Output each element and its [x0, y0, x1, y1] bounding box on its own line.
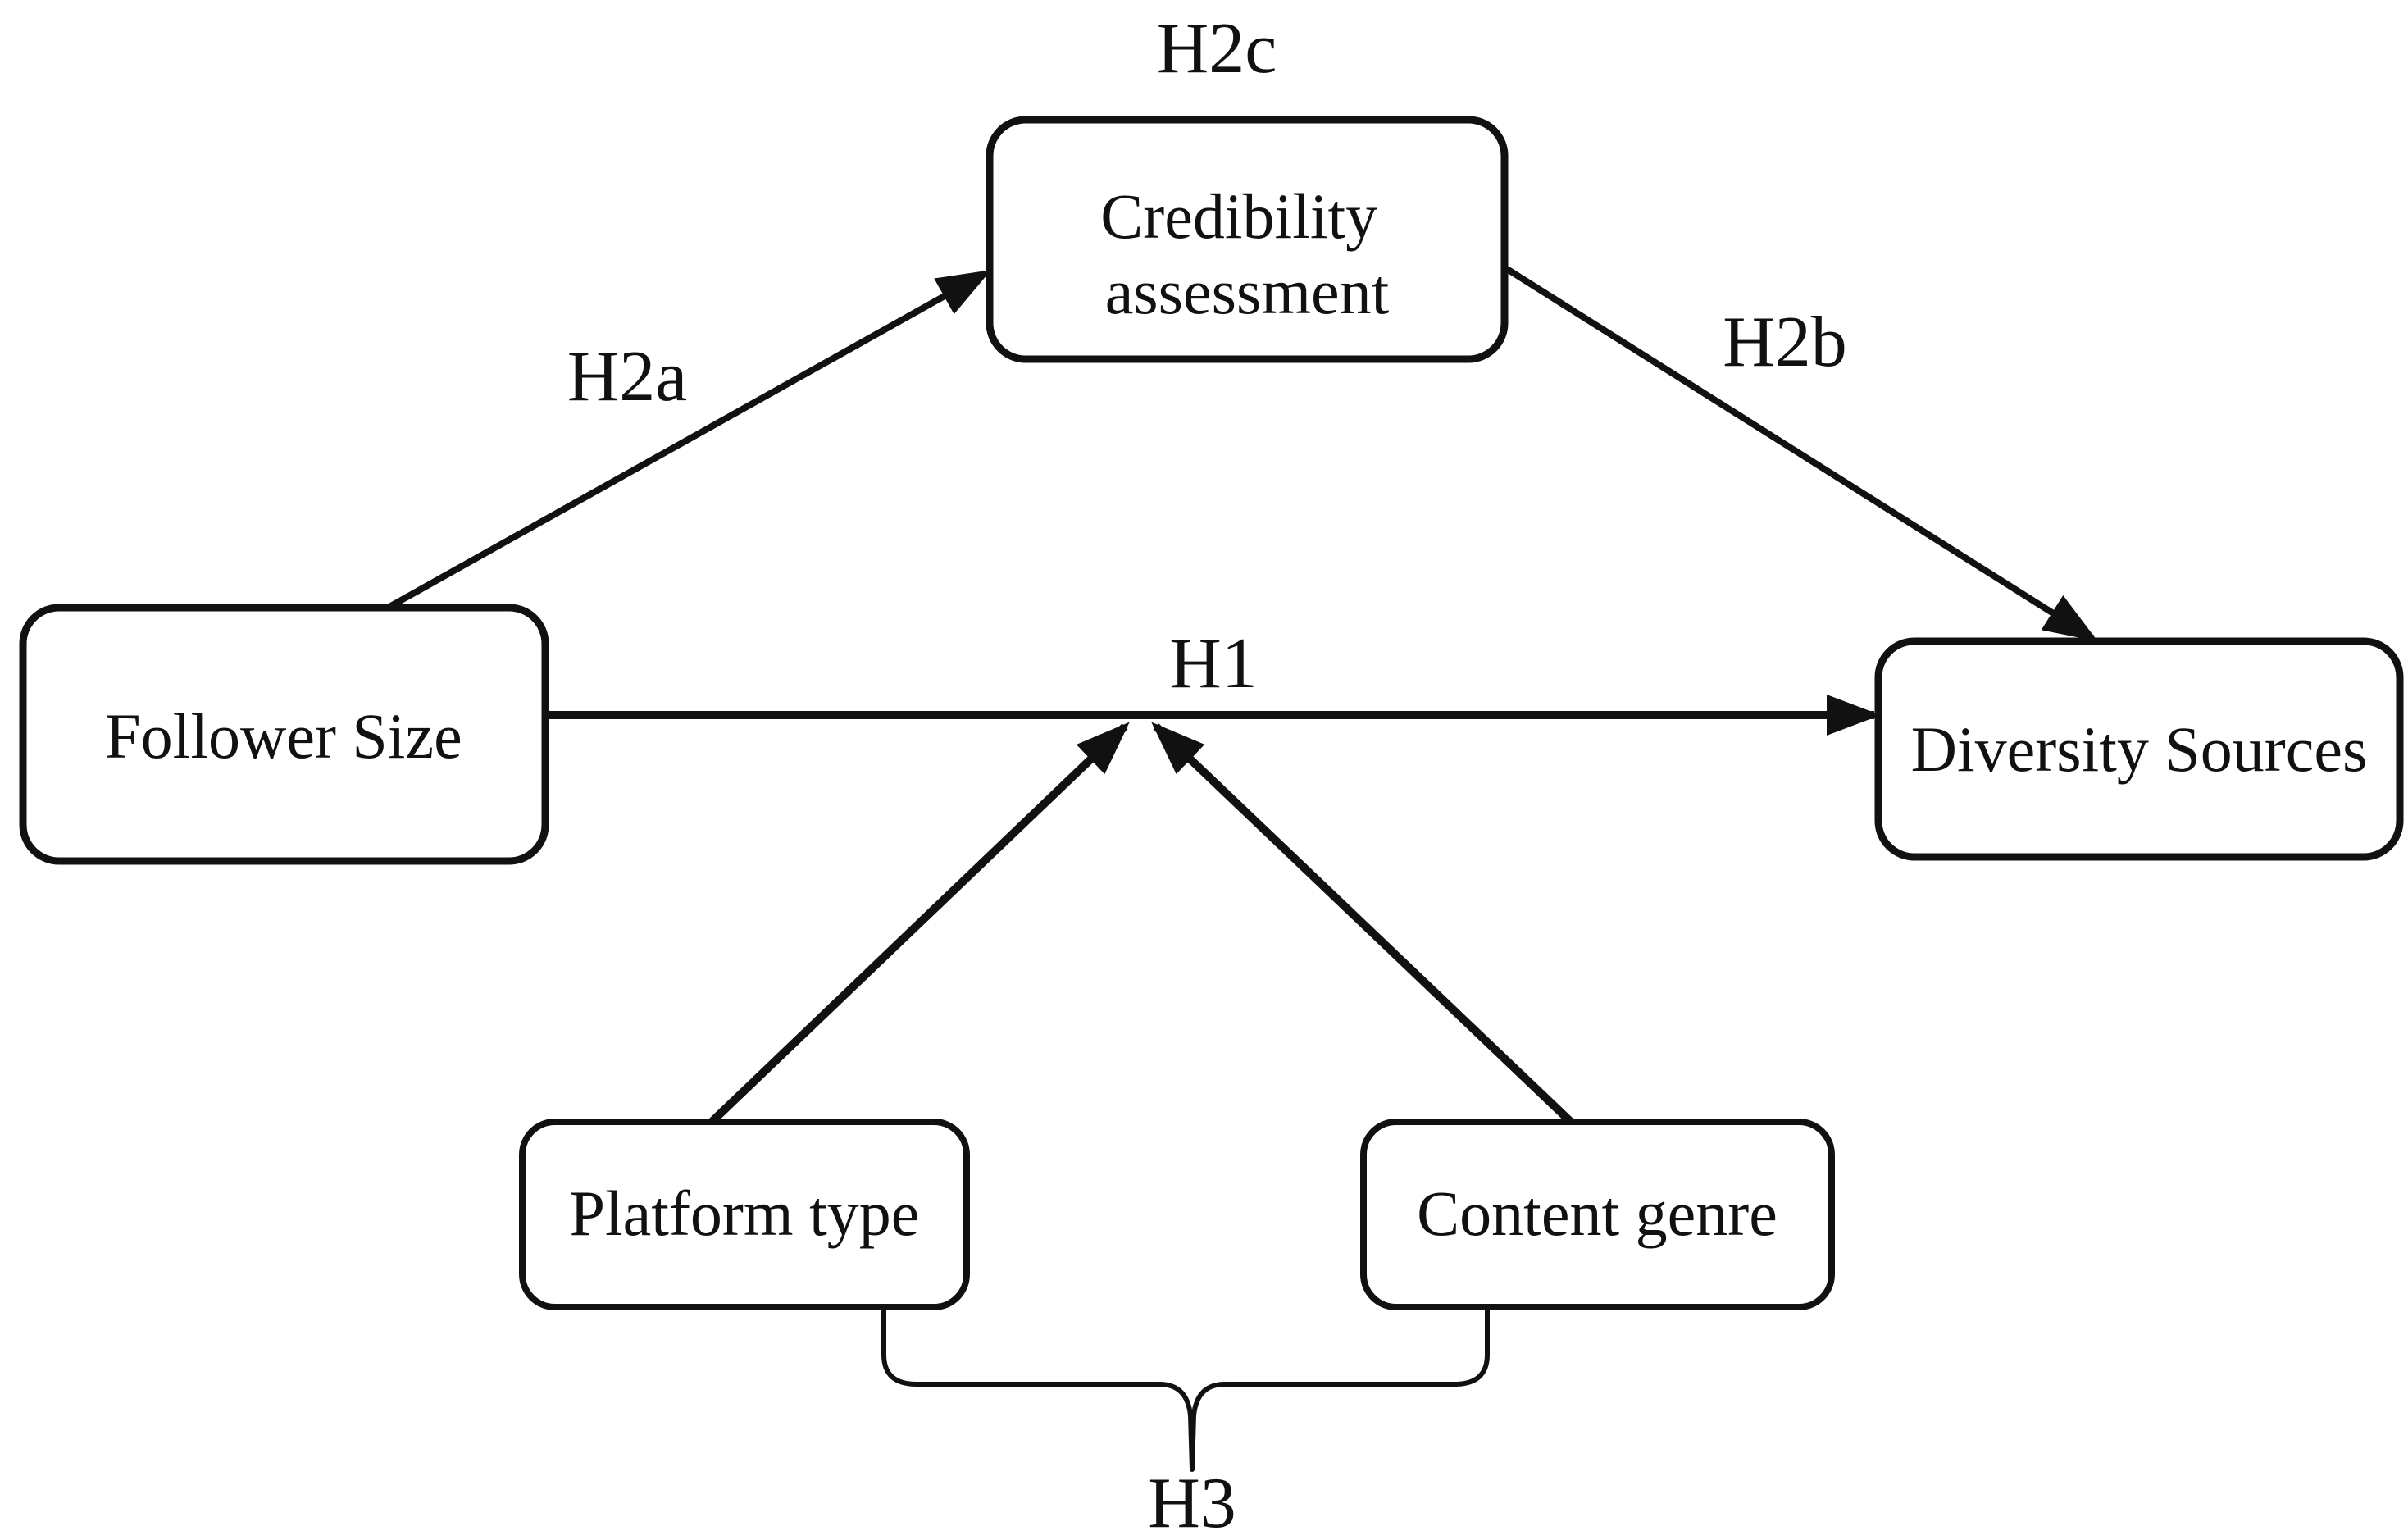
node-platform-type-label: Platform type [570, 1178, 920, 1249]
node-diversity-sources-box [1874, 637, 2404, 861]
node-credibility-assessment-label: Credibility assessment [1100, 180, 1393, 327]
label-h1: H1 [1169, 624, 1258, 704]
label-h3: H3 [1148, 1464, 1236, 1540]
label-h2b: H2b [1723, 303, 1847, 382]
moderation-bracket [881, 1306, 1490, 1472]
node-follower-size-label: Follower Size [105, 700, 462, 772]
label-h2a: H2a [567, 337, 688, 417]
node-follower-size-box [19, 604, 549, 865]
label-h2c: H2c [1157, 9, 1277, 89]
node-platform-type-box [519, 1119, 970, 1310]
node-content-genre-label: Content genre [1417, 1178, 1778, 1249]
edge-h2b-arrow [1504, 266, 2098, 642]
credibility-label-line1: Credibility [1100, 180, 1377, 252]
node-credibility-assessment-box [986, 116, 1509, 363]
edge-moderation-platform-arrow [707, 722, 1130, 1127]
edge-h2a-arrow [380, 270, 991, 614]
node-content-genre-box [1360, 1119, 1835, 1310]
credibility-label-line2: assessment [1105, 256, 1390, 327]
edge-moderation-content-arrow [1151, 722, 1576, 1127]
node-diversity-sources-label: Diversity Sources [1911, 713, 2368, 785]
